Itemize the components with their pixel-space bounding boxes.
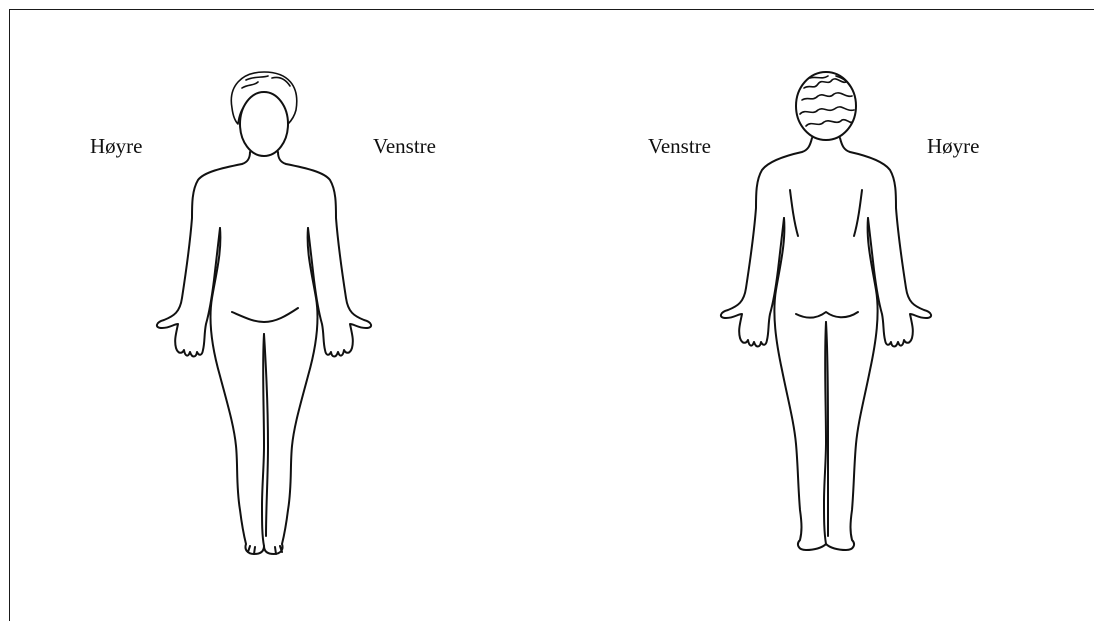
back-body-figure[interactable] (718, 66, 958, 566)
front-right-leg-outline (210, 228, 264, 554)
front-left-leg-outline (264, 228, 318, 554)
front-body-figure[interactable] (150, 66, 390, 566)
front-body-outline (150, 66, 390, 566)
front-face (240, 92, 288, 156)
front-right-side-label: Høyre (90, 136, 142, 157)
back-body-outline (718, 66, 958, 566)
front-right-arm-outline (157, 152, 250, 357)
back-left-leg-outline (774, 218, 826, 550)
back-left-side-label: Venstre (648, 136, 711, 157)
back-right-leg-outline (826, 218, 878, 550)
front-left-arm-outline (278, 152, 371, 357)
